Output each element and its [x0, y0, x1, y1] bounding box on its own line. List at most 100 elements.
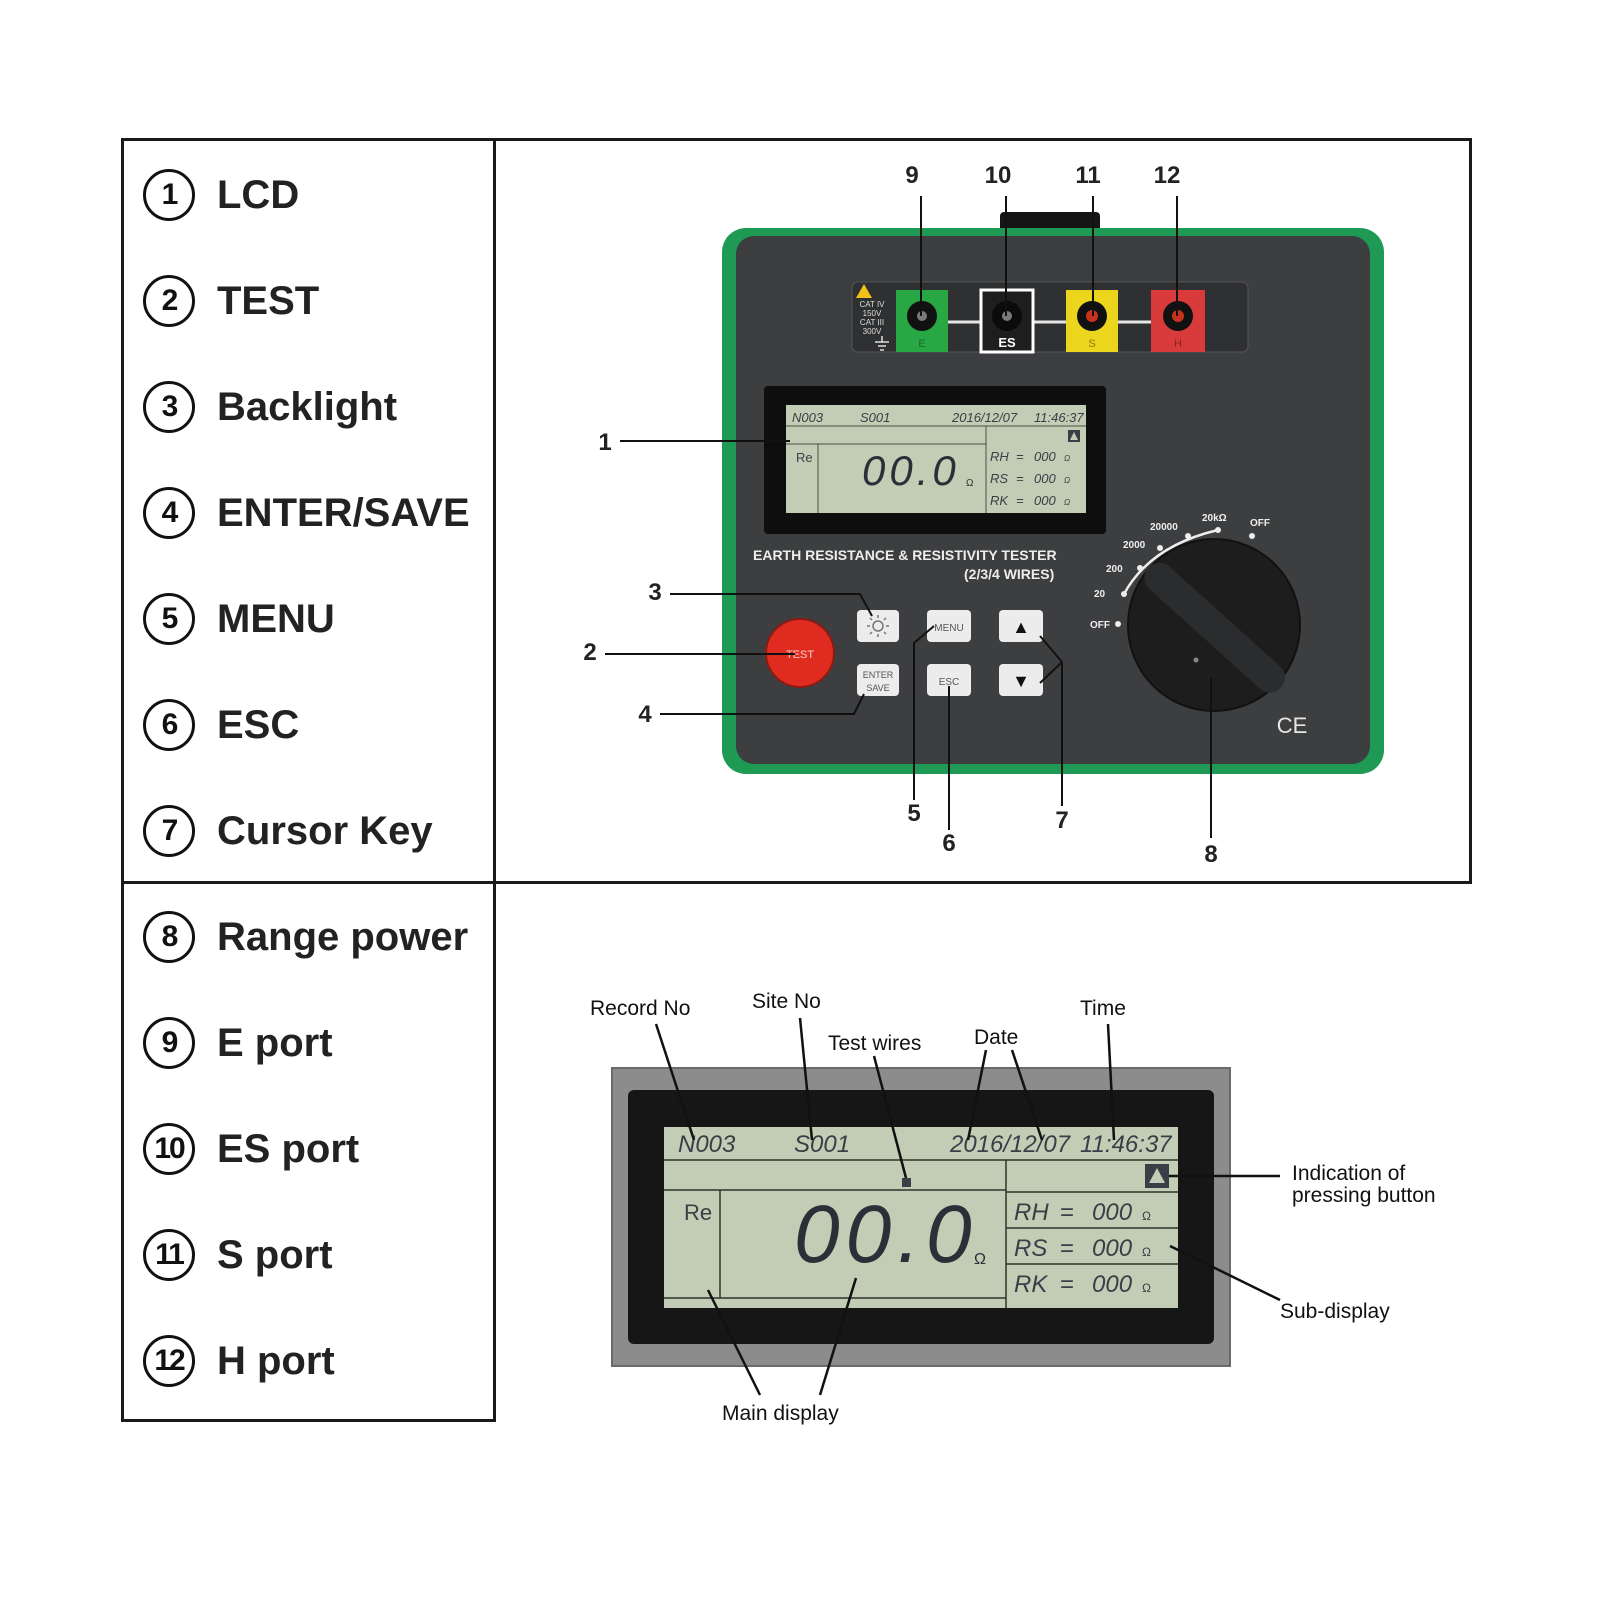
menu-button-label: MENU [934, 623, 963, 634]
legend-item-s-port: 11 S port [143, 1225, 333, 1285]
cursor-up-button[interactable] [999, 610, 1043, 642]
label-main-display: Main display [722, 1402, 839, 1425]
small-lcd-unit: Ω [966, 478, 974, 489]
small-lcd-sub-label: RK [990, 493, 1009, 508]
lcd-sub-unit: Ω [1142, 1209, 1151, 1223]
small-lcd-time: 11:46:37 [1034, 410, 1084, 425]
legend-item-range-power: 8 Range power [143, 907, 468, 967]
save-label: SAVE [866, 683, 889, 693]
callout-number: 9 [905, 162, 918, 189]
legend-item-enter-save: 4 ENTER/SAVE [143, 483, 470, 543]
lcd-sub-eq: = [1060, 1199, 1074, 1226]
lcd-main-value: 00.0 [794, 1189, 978, 1280]
small-lcd-sub-value: 000 [1034, 449, 1056, 464]
lcd-sub-unit: Ω [1142, 1281, 1151, 1295]
port-e-label: E [918, 338, 925, 350]
legend-label: E port [217, 1020, 333, 1065]
callout-number: 1 [598, 429, 611, 456]
dial-label-20k: 20kΩ [1202, 513, 1227, 524]
legend-item-cursor-key: 7 Cursor Key [143, 801, 433, 861]
legend-label: ENTER/SAVE [217, 490, 470, 535]
dial-label-20000: 20000 [1150, 522, 1178, 533]
warning-icon [856, 284, 872, 298]
small-lcd-screen [786, 405, 1086, 513]
small-lcd-sub-unit: Ω [1064, 454, 1070, 463]
lcd-grid-lines [664, 1159, 1178, 1308]
legend-item-es-port: 10 ES port [143, 1119, 359, 1179]
dial-scale-dots [1115, 527, 1255, 627]
dial-label-20: 20 [1094, 589, 1106, 600]
backlight-button[interactable] [857, 610, 899, 642]
legend-number: 8 [143, 911, 195, 963]
callout-number: 8 [1204, 841, 1217, 868]
label-sub-display: Sub-display [1280, 1300, 1390, 1323]
callout-number: 2 [583, 639, 596, 666]
lcd-sub-value: 000 [1092, 1199, 1133, 1226]
enter-save-button[interactable] [857, 664, 899, 696]
device-frame [121, 138, 1472, 884]
legend-item-e-port: 9 E port [143, 1013, 333, 1073]
enter-label: ENTER [863, 670, 894, 680]
label-test-wires: Test wires [828, 1032, 921, 1055]
legend-number: 1 [143, 169, 195, 221]
lcd-sub-label: RH [1014, 1199, 1049, 1226]
callout-number: 10 [985, 162, 1012, 189]
small-lcd-main-value: 00.0 [862, 447, 960, 494]
legend-label: ESC [217, 702, 300, 747]
menu-button[interactable] [927, 610, 971, 642]
legend-number: 7 [143, 805, 195, 857]
lcd-sub-value: 000 [1092, 1271, 1133, 1298]
legend-number: 5 [143, 593, 195, 645]
legend-label: TEST [217, 278, 320, 323]
esc-button[interactable] [927, 664, 971, 696]
lcd-record-no: N003 [678, 1131, 736, 1158]
callout-number: 11 [1075, 162, 1100, 189]
small-lcd-sub-unit: Ω [1064, 476, 1070, 485]
lcd-date: 2016/12/07 [949, 1131, 1072, 1158]
small-lcd-sub-value: 000 [1034, 471, 1056, 486]
legend-label: Range power [217, 914, 469, 959]
port-strip [851, 281, 1249, 353]
esc-button-label: ESC [939, 677, 960, 688]
small-lcd-indicator-arrow [1070, 432, 1078, 440]
label-record-no: Record No [590, 997, 690, 1020]
legend-item-backlight: 3 Backlight [143, 377, 397, 437]
dial-label-2000: 2000 [1123, 540, 1146, 551]
callout-number: 4 [638, 701, 652, 728]
lcd-annotation-labels: Record No Site No Test wires Date Time I… [590, 990, 1436, 1425]
callout-number: 6 [942, 830, 955, 857]
legend-number: 2 [143, 275, 195, 327]
cursor-down-button[interactable] [999, 664, 1043, 696]
legend-label: LCD [217, 172, 300, 217]
legend-label: S port [217, 1232, 333, 1277]
range-dial-knob[interactable] [1139, 557, 1291, 698]
small-lcd-sub-display: RH = 000 Ω RS = 000 Ω RK = 000 Ω [990, 449, 1070, 508]
dial-label-200: 200 [1106, 564, 1123, 575]
callout-number: 5 [907, 800, 920, 827]
lcd-sub-eq: = [1060, 1235, 1074, 1262]
cat-rating-2: 150V [863, 309, 882, 318]
small-lcd-sub-unit: Ω [1064, 498, 1070, 507]
callout-lines [605, 196, 1212, 838]
port-es-label: ES [998, 335, 1016, 350]
label-time: Time [1080, 997, 1126, 1020]
lcd-screen [664, 1127, 1178, 1308]
dial-scale-arc [1122, 528, 1219, 595]
callout-numbers: 9 10 11 12 1 2 3 4 5 6 7 8 [583, 162, 1217, 868]
lcd-sub-label: RK [1014, 1271, 1048, 1298]
cat-rating-1: CAT IV [859, 300, 885, 309]
small-lcd-sub-eq: = [1016, 449, 1024, 464]
cat-rating-4: 300V [863, 327, 882, 336]
lcd-button-indicator-arrow [1149, 1168, 1165, 1183]
model-text: EARTH RESISTANCE & RESISTIVITY TESTER [753, 547, 1057, 563]
label-indication-1: Indication of [1292, 1162, 1405, 1185]
model-subtext: (2/3/4 WIRES) [964, 566, 1054, 582]
legend-item-lcd: 1 LCD [143, 165, 299, 225]
down-arrow-icon: ▼ [1012, 671, 1030, 691]
legend-number: 11 [143, 1229, 195, 1281]
legend-label: MENU [217, 596, 335, 641]
lcd-time: 11:46:37 [1080, 1131, 1173, 1158]
lcd-sub-display: RH = 000 Ω RS = 000 Ω RK = 000 Ω [1014, 1199, 1151, 1298]
